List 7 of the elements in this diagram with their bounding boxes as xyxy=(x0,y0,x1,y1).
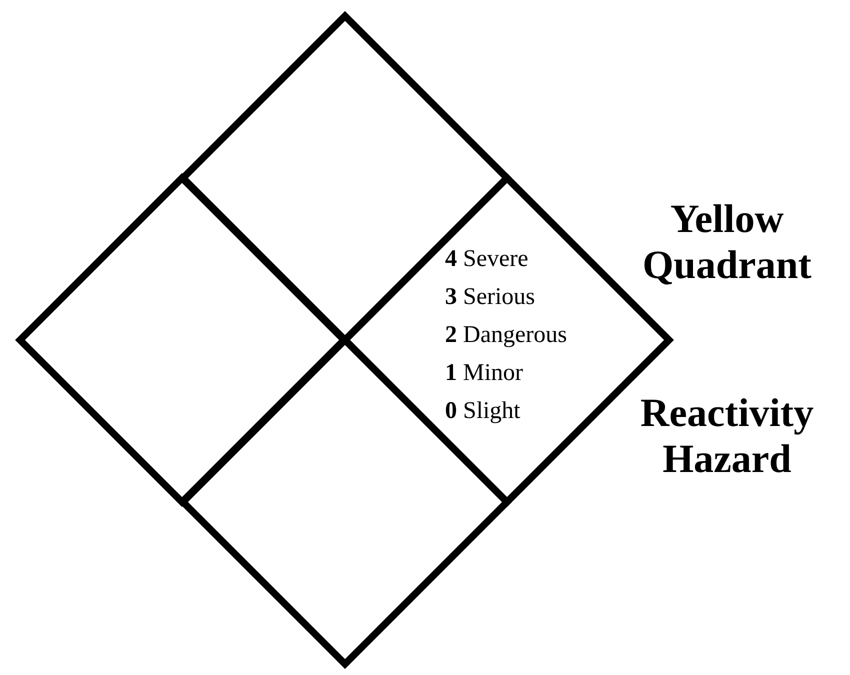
rating-level: 1 Minor xyxy=(445,359,523,388)
rating-level: 3 Serious xyxy=(445,283,535,312)
quadrant-label: Yellow Quadrant xyxy=(642,196,812,288)
rating-level: 0 Slight xyxy=(445,397,520,426)
rating-level: 2 Dangerous xyxy=(445,321,567,350)
hazard-label: Reactivity Hazard xyxy=(639,390,815,482)
rating-level: 4 Severe xyxy=(445,245,528,274)
